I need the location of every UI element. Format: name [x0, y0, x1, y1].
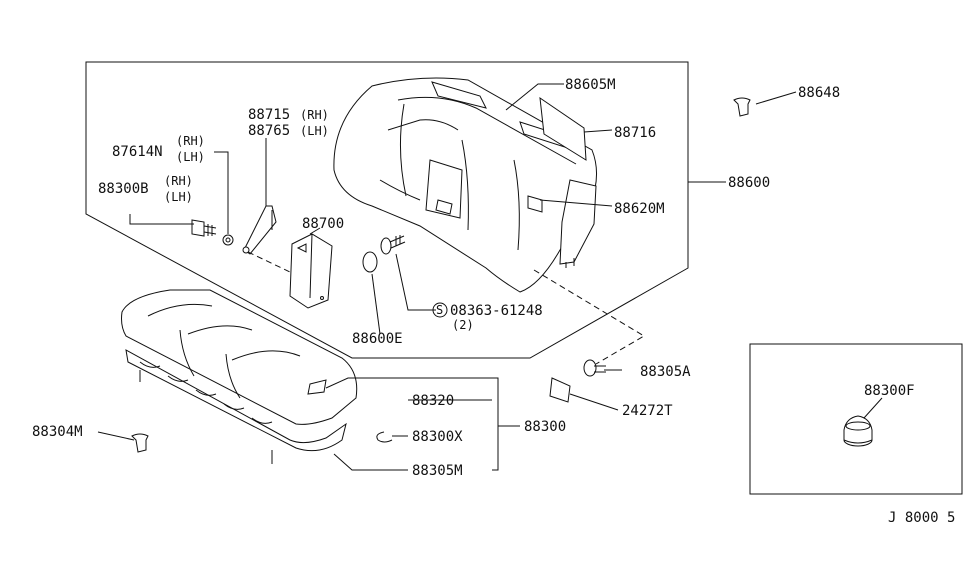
- label-88716: 88716: [614, 125, 656, 141]
- seat-cushion-illustration: [121, 289, 358, 464]
- detail-box: [749, 343, 963, 495]
- clip-88600E: [362, 251, 378, 273]
- clip-88300X: [376, 431, 393, 443]
- label-88300F: 88300F: [864, 383, 915, 399]
- label-88304M: 88304M: [32, 424, 83, 440]
- label-88600: 88600: [728, 175, 770, 191]
- bracket-88715: [242, 205, 277, 255]
- label-88715-side: (RH): [300, 108, 329, 122]
- label-88300B-rh: (RH): [164, 174, 193, 188]
- label-88765-side: (LH): [300, 124, 329, 138]
- label-88320: 88320: [412, 393, 454, 409]
- label-88300B-lh: (LH): [164, 190, 193, 204]
- label-88765: 88765: [248, 123, 290, 139]
- label-88300X: 88300X: [412, 429, 463, 445]
- seatback-frame-outline: [85, 61, 689, 359]
- clip-88648: [733, 97, 751, 117]
- clip-88304M: [131, 433, 149, 453]
- leader-lines: [97, 83, 883, 471]
- diagram-code: J 8000 5: [888, 510, 955, 526]
- label-88620M: 88620M: [614, 201, 665, 217]
- label-88648: 88648: [798, 85, 840, 101]
- label-87614N-lh: (LH): [176, 150, 205, 164]
- label-88300: 88300: [524, 419, 566, 435]
- nut-87614N: [222, 234, 234, 246]
- label-88305M: 88305M: [412, 463, 463, 479]
- s-symbol-circle: [432, 302, 448, 318]
- plug-88300F: [843, 415, 873, 447]
- label-87614N: 87614N: [112, 144, 163, 160]
- label-88600E: 88600E: [352, 331, 403, 347]
- label-88305A: 88305A: [640, 364, 691, 380]
- bolt-88300B: [191, 219, 217, 237]
- tag-24272T: [549, 377, 571, 403]
- dashed-link-88700: [247, 251, 291, 273]
- module-88700: [289, 233, 333, 309]
- label-88700: 88700: [302, 216, 344, 232]
- label-24272T: 24272T: [622, 403, 673, 419]
- screw-08363: [380, 235, 406, 255]
- label-88715: 88715: [248, 107, 290, 123]
- seatback-illustration: [333, 77, 597, 293]
- label-08363-prefix: S: [436, 303, 443, 317]
- label-08363-61248: 08363-61248: [450, 303, 543, 319]
- label-88300B: 88300B: [98, 181, 149, 197]
- label-08363-qty: (2): [452, 318, 474, 332]
- dashed-link-88305A: [533, 269, 645, 365]
- clip-88305A: [583, 359, 606, 377]
- label-88605M: 88605M: [565, 77, 616, 93]
- label-87614N-rh: (RH): [176, 134, 205, 148]
